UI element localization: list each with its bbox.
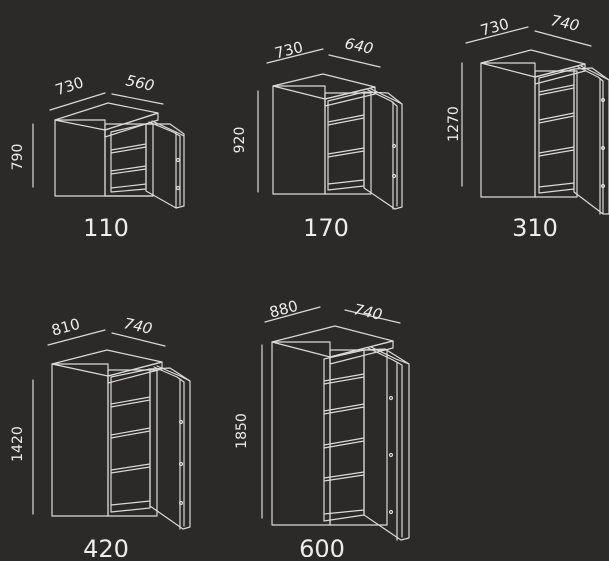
safe-170: 730 640 920 170: [232, 34, 403, 242]
safe-420-dimension-lines: [32, 329, 166, 515]
safe-420-width-label: 810: [50, 315, 82, 340]
safe-600-dimension-lines: [261, 306, 401, 519]
safe-110-depth-label: 560: [124, 71, 156, 95]
safe-310-cabinet: [480, 49, 586, 198]
safe-110: 730 560 790 110: [10, 71, 185, 242]
safe-110-width-label: 730: [53, 73, 86, 99]
safe-170-height-label: 920: [232, 127, 248, 154]
safe-420-model-label: 420: [83, 535, 129, 557]
safe-600-model-label: 600: [299, 535, 345, 557]
safe-170-dimension-lines: [257, 48, 381, 193]
safe-420-door: [149, 365, 191, 530]
safe-310-height-label: 1270: [446, 106, 462, 142]
safe-110-cabinet: [54, 102, 159, 197]
safe-310-width-label: 730: [479, 15, 511, 40]
safe-310-model-label: 310: [512, 214, 558, 242]
safe-600-width-label: 880: [268, 297, 300, 322]
safe-170-interior: [327, 91, 365, 191]
safe-600-cabinet: [271, 325, 394, 526]
safe-310: 730 740 1270 310: [446, 11, 609, 242]
safe-600-depth-label: 740: [352, 300, 384, 324]
safe-310-interior: [538, 68, 575, 194]
safe-420-height-label: 1420: [10, 426, 26, 462]
safe-170-depth-label: 640: [343, 34, 375, 58]
safe-420: 810 740 1420 420: [10, 314, 191, 561]
safe-110-interior: [110, 123, 147, 193]
safe-110-height-label: 790: [10, 144, 26, 171]
safe-310-door: [573, 65, 609, 215]
safe-420-interior: [110, 368, 151, 513]
safe-420-depth-label: 740: [122, 314, 154, 338]
safe-600-door: [363, 346, 410, 541]
safe-170-door: [363, 88, 403, 210]
safe-110-model-label: 110: [83, 214, 129, 242]
safe-170-width-label: 730: [273, 38, 305, 62]
safe-310-depth-label: 740: [549, 11, 581, 35]
safe-170-model-label: 170: [303, 214, 349, 242]
safe-170-cabinet: [272, 73, 376, 195]
safe-420-cabinet: [51, 349, 163, 517]
safe-600-height-label: 1850: [234, 413, 250, 449]
safe-600: 880 740 1850 600: [234, 297, 410, 561]
safe-110-door: [145, 120, 185, 209]
safe-110-dimension-lines: [32, 92, 164, 188]
safe-310-dimension-lines: [461, 26, 592, 187]
